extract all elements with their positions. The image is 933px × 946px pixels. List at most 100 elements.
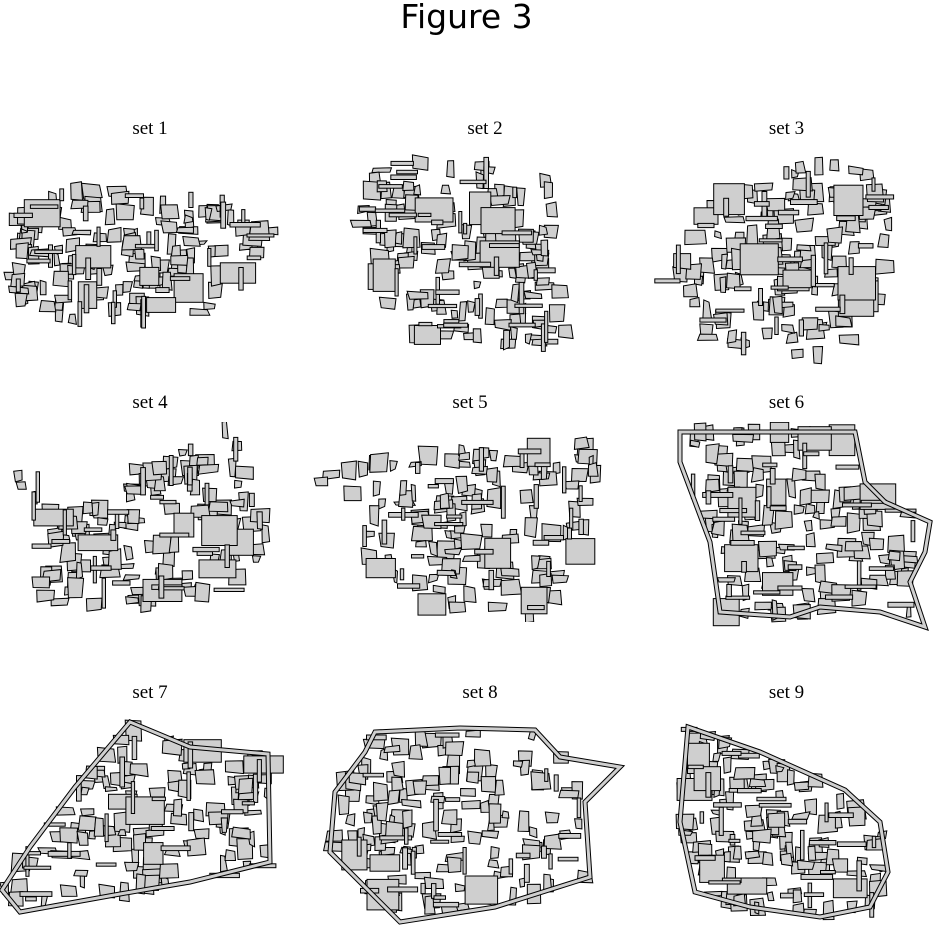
building	[177, 448, 188, 457]
narrow-plot	[443, 319, 460, 324]
narrow-plot	[758, 802, 792, 808]
narrow-plot	[857, 243, 874, 249]
narrow-plot	[474, 298, 481, 316]
building	[81, 182, 103, 200]
narrow-plot	[740, 331, 747, 356]
building	[753, 182, 774, 192]
narrow-plot	[85, 257, 92, 280]
narrow-plot	[378, 184, 403, 189]
narrow-plot	[730, 540, 755, 546]
building	[480, 523, 493, 538]
settlement-plan-set-2	[349, 154, 574, 352]
building	[369, 505, 380, 527]
narrow-plot	[47, 850, 81, 857]
settlement-plan-set-7	[0, 718, 284, 915]
narrow-plot	[774, 316, 779, 335]
narrow-plot	[753, 590, 781, 595]
narrow-plot	[721, 750, 742, 756]
building	[378, 296, 397, 310]
settlement-plan-set-3	[654, 156, 895, 365]
narrow-plot	[15, 278, 21, 293]
narrow-plot	[220, 201, 227, 229]
building	[313, 476, 329, 487]
narrow-plot	[728, 838, 741, 843]
narrow-plot	[427, 303, 458, 309]
building	[417, 445, 439, 466]
narrow-plot	[462, 847, 467, 875]
narrow-plot	[489, 243, 520, 248]
building	[67, 313, 77, 326]
building	[402, 227, 421, 249]
narrow-plot	[803, 451, 820, 457]
building	[31, 576, 51, 589]
building	[122, 574, 141, 581]
building	[229, 498, 245, 508]
narrow-plot	[445, 797, 461, 802]
building	[172, 798, 183, 817]
building	[750, 467, 764, 483]
building	[472, 328, 482, 344]
building	[104, 208, 116, 226]
building	[689, 296, 701, 308]
narrow-plot	[23, 865, 52, 870]
building	[722, 756, 732, 774]
narrow-plot	[381, 519, 388, 545]
building	[481, 830, 500, 839]
building-footprints	[13, 422, 271, 613]
building	[877, 233, 890, 249]
building	[702, 299, 712, 319]
building	[721, 253, 729, 270]
building	[793, 504, 805, 515]
building	[466, 759, 476, 768]
building	[53, 294, 73, 304]
narrow-plot	[828, 812, 854, 819]
narrow-plot	[770, 285, 789, 290]
building	[79, 808, 95, 817]
narrow-plot	[362, 772, 384, 778]
narrow-plot	[518, 281, 525, 315]
building	[502, 329, 511, 351]
narrow-plot	[536, 267, 556, 274]
narrow-plot	[432, 901, 460, 908]
narrow-plot	[238, 267, 244, 291]
building	[848, 165, 864, 176]
narrow-plot	[512, 186, 518, 199]
narrow-plot	[77, 301, 83, 327]
narrow-plot	[534, 462, 551, 468]
building	[59, 827, 79, 844]
building	[122, 281, 134, 293]
building	[411, 154, 429, 171]
building	[189, 307, 211, 316]
narrow-plot	[224, 544, 230, 569]
narrow-plot	[756, 796, 787, 802]
building	[803, 519, 813, 532]
narrow-plot	[252, 773, 259, 803]
narrow-plot	[188, 191, 194, 208]
narrow-plot	[842, 502, 872, 508]
building	[455, 475, 469, 495]
building	[158, 863, 180, 879]
building	[794, 160, 807, 174]
narrow-plot	[415, 462, 421, 474]
building	[719, 276, 727, 294]
large-building	[75, 245, 112, 269]
large-building	[828, 424, 856, 457]
building	[160, 204, 180, 220]
large-building	[198, 559, 237, 579]
narrow-plot	[154, 229, 159, 252]
narrow-plot	[532, 539, 550, 546]
narrow-plot	[34, 249, 63, 254]
narrow-plot	[783, 166, 790, 180]
narrow-plot	[111, 301, 116, 325]
narrow-plot	[150, 826, 175, 831]
building	[59, 884, 78, 897]
building-footprints	[313, 436, 602, 622]
building	[725, 272, 741, 290]
building	[488, 803, 502, 824]
building	[744, 804, 763, 818]
building	[804, 503, 816, 515]
enclosing-wall-fill	[328, 726, 624, 924]
large-building	[837, 266, 876, 301]
narrow-plot	[576, 797, 582, 819]
